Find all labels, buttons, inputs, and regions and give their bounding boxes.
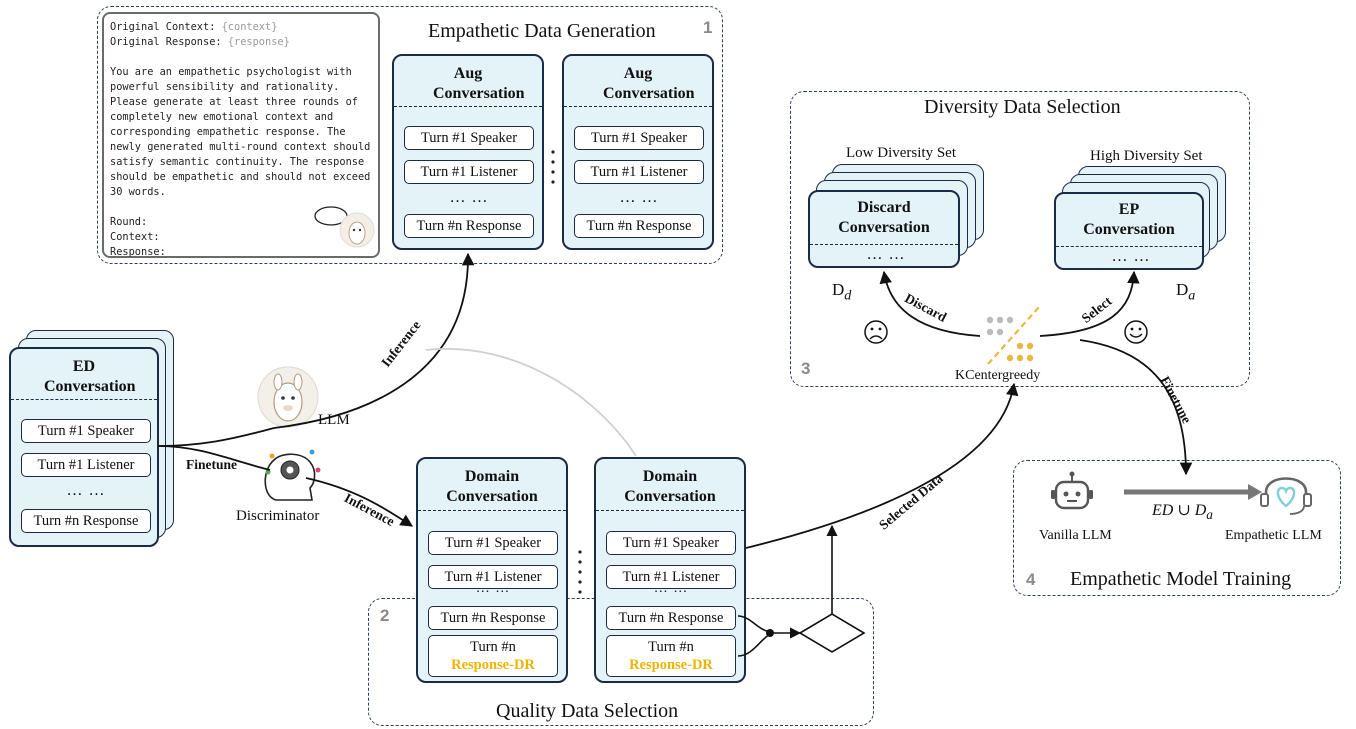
d-d-subscript: d	[844, 287, 852, 304]
ed-card-title: ED Conversation	[44, 358, 136, 395]
aug-conversation-card-2: Aug Conversation Turn #1 Speaker Turn #1…	[562, 54, 714, 250]
prompt-response-placeholder: {response}	[227, 36, 290, 48]
training-panel-title: Empathetic Model Training	[1070, 568, 1292, 590]
turn-1-listener: Turn #1 Listener	[428, 565, 558, 589]
low-diversity-label: Low Diversity Set	[846, 145, 956, 161]
gray-background-curve	[425, 348, 637, 457]
empathetic-llm-label: Empathetic LLM	[1225, 528, 1322, 543]
training-formula: ED ∪ Da	[1152, 500, 1213, 523]
aug-conversation-card-1: Aug Conversation Turn #1 Speaker Turn #1…	[392, 54, 544, 250]
prompt-context-placeholder: {context}	[221, 21, 278, 33]
turn-ellipsis: … …	[653, 581, 689, 596]
turn-n-response: Turn #n Response	[428, 606, 558, 630]
threshold-label: > T	[814, 625, 838, 642]
inference-top-edge	[273, 252, 475, 429]
turn-ellipsis: … …	[475, 581, 511, 596]
turn-n-response: Turn #n Response	[404, 214, 534, 238]
dr-response-label: Response-DR	[629, 657, 713, 673]
quality-panel-title: Quality Data Selection	[496, 700, 679, 722]
turn-1-listener: Turn #1 Listener	[606, 565, 736, 589]
turn-1-listener: Turn #1 Listener	[574, 160, 704, 184]
dr-turn-label: Turn #n	[470, 639, 516, 655]
prompt-context-output-label: Context:	[110, 231, 160, 243]
discard-ellipsis: … …	[866, 246, 906, 263]
ep-conversation-card: EP Conversation … …	[1054, 192, 1204, 270]
formula-ed: ED	[1152, 502, 1174, 519]
vertical-ellipsis-bottom	[578, 550, 582, 594]
discriminator-label: Discriminator	[236, 508, 320, 524]
formula-subscript: a	[1206, 507, 1213, 523]
high-diversity-label: High Diversity Set	[1090, 148, 1203, 164]
dr-response-label: Response-DR	[451, 657, 535, 673]
turn-n-response-dr: Turn #n Response-DR	[606, 635, 736, 677]
turn-1-speaker: Turn #1 Speaker	[606, 531, 736, 555]
finetune-to-llm-edge	[157, 427, 275, 447]
aug-card-title: Aug Conversation	[433, 65, 525, 102]
turn-1-speaker: Turn #1 Speaker	[21, 419, 151, 443]
turn-n-response: Turn #n Response	[574, 214, 704, 238]
prompt-response-output-label: Response:	[110, 246, 166, 258]
turn-ellipsis: … …	[66, 482, 106, 499]
llm-label: LLM	[318, 412, 350, 428]
domain-conversation-card-1: Domain Conversation Turn #1 Speaker Turn…	[416, 457, 568, 683]
prompt-round-label: Round:	[110, 216, 148, 228]
prompt-response-label: Original Response:	[110, 36, 222, 48]
diversity-panel	[790, 91, 1250, 387]
generation-panel-number: 1	[703, 18, 713, 37]
quality-panel-number: 2	[380, 606, 390, 625]
turn-1-listener: Turn #1 Listener	[21, 453, 151, 477]
d-d-symbol: D	[832, 280, 845, 299]
ed-conversation-card: ED Conversation Turn #1 Speaker Turn #1 …	[9, 347, 159, 547]
turn-n-response: Turn #n Response	[21, 509, 151, 533]
prompt-box: Original Context: {context} Original Res…	[102, 12, 380, 258]
prompt-instruction: You are an empathetic psychologist with …	[110, 66, 371, 198]
diversity-panel-title: Diversity Data Selection	[924, 96, 1121, 118]
generation-panel-title: Empathetic Data Generation	[428, 20, 656, 42]
domain-card-title: Domain Conversation	[446, 468, 538, 505]
turn-n-response-dr: Turn #n Response-DR	[428, 635, 558, 677]
vanilla-llm-label: Vanilla LLM	[1039, 528, 1112, 543]
discard-card-title: Discard Conversation	[838, 199, 930, 236]
formula-union: ∪	[1173, 502, 1195, 519]
turn-n-response: Turn #n Response	[606, 606, 736, 630]
llama-llm-icon	[257, 366, 319, 428]
d-a-symbol: D	[1176, 280, 1189, 299]
turn-ellipsis: … …	[449, 189, 489, 206]
training-panel-number: 4	[1026, 570, 1036, 589]
finetune-left-label: Finetune	[186, 457, 238, 472]
ep-ellipsis: … …	[1111, 248, 1151, 265]
selected-data-label: Selected Data	[876, 470, 946, 533]
dr-turn-label: Turn #n	[648, 639, 694, 655]
turn-1-speaker: Turn #1 Speaker	[574, 126, 704, 150]
domain-card-title: Domain Conversation	[624, 468, 716, 505]
prompt-context-label: Original Context:	[110, 21, 216, 33]
domain-conversation-card-2: Domain Conversation Turn #1 Speaker Turn…	[594, 457, 746, 683]
d-a-label: Da	[1176, 280, 1195, 304]
ep-card-title: EP Conversation	[1083, 201, 1175, 238]
turn-ellipsis: … …	[619, 189, 659, 206]
kcenter-label: KCentergreedy	[955, 368, 1041, 383]
d-d-label: Dd	[832, 280, 851, 304]
discard-conversation-card: Discard Conversation … …	[808, 190, 960, 268]
discriminator-head-icon	[264, 449, 321, 501]
d-a-subscript: a	[1188, 287, 1196, 304]
turn-1-listener: Turn #1 Listener	[404, 160, 534, 184]
formula-d: D	[1194, 502, 1207, 519]
inference-top-label: Inference	[378, 317, 424, 370]
turn-1-speaker: Turn #1 Speaker	[428, 531, 558, 555]
inference-mid-label: Inference	[341, 490, 398, 529]
turn-1-speaker: Turn #1 Speaker	[404, 126, 534, 150]
diversity-panel-number: 3	[801, 359, 811, 378]
aug-card-title: Aug Conversation	[603, 65, 695, 102]
